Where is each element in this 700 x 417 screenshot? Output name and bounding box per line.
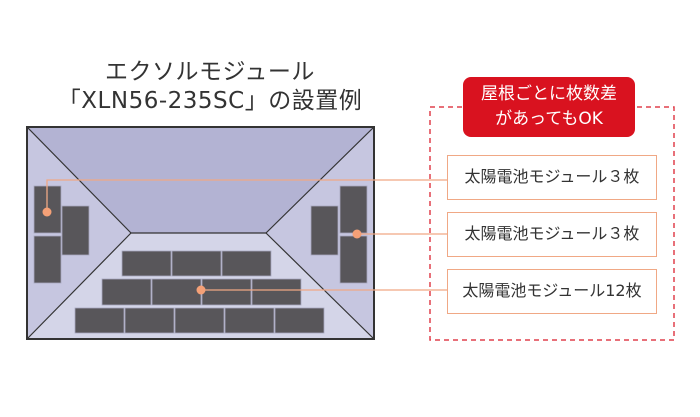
badge-line2: があってもOK <box>495 109 603 129</box>
right-face-modules <box>310 185 368 284</box>
label-left-face: 太陽電池モジュール３枚 <box>447 155 657 200</box>
badge-line1: 屋根ごとに枚数差 <box>481 84 617 104</box>
leader-lines <box>46 179 447 291</box>
highlight-badge: 屋根ごとに枚数差 があってもOK <box>463 77 635 137</box>
diagram-title-line2: 「XLN56-235SC」の設置例 <box>57 88 363 114</box>
front-face-modules <box>74 250 325 334</box>
label-right-face: 太陽電池モジュール３枚 <box>447 212 657 257</box>
right-face-marker-dot <box>352 229 362 239</box>
label-front-face: 太陽電池モジュール12枚 <box>447 269 657 314</box>
front-face-marker-dot <box>196 285 206 295</box>
left-face-marker-dot <box>42 207 52 217</box>
diagram-title-line1: エクソルモジュール <box>105 59 315 85</box>
